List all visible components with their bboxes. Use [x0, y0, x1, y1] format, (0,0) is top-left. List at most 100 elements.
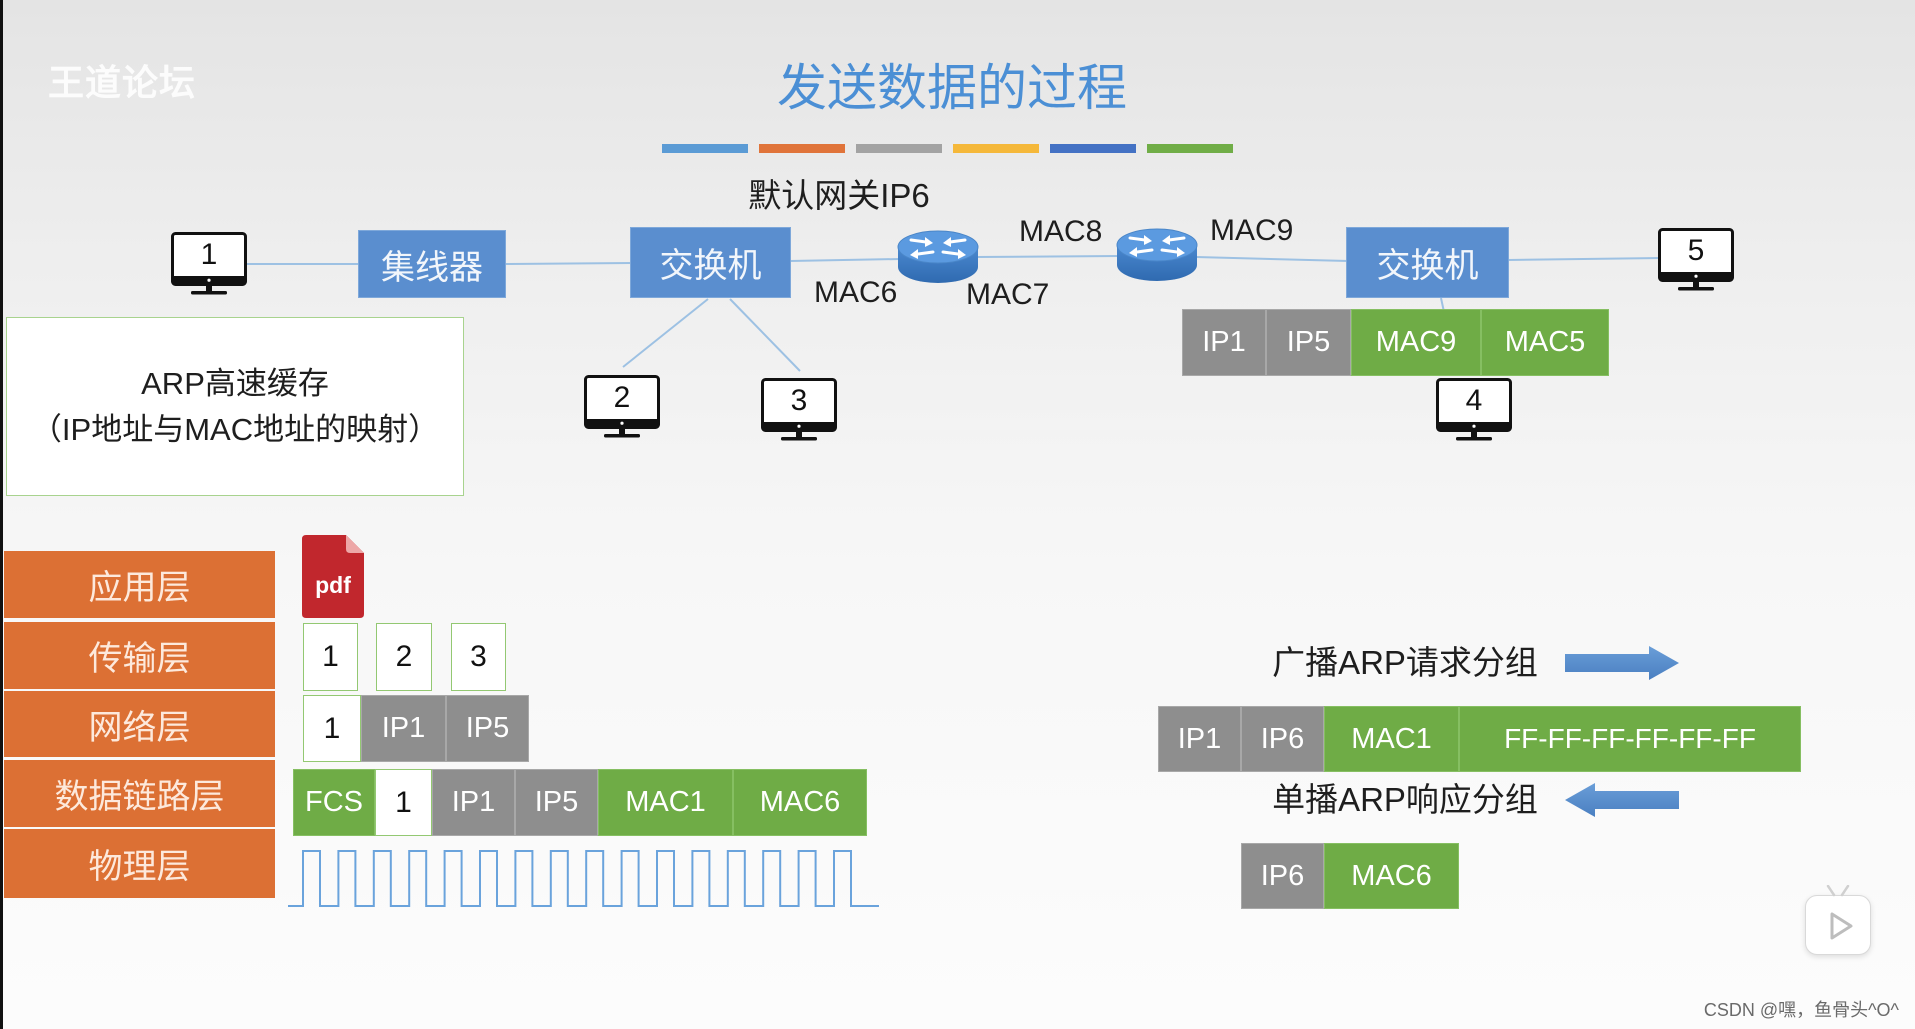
frame-fcs: FCS	[293, 769, 375, 836]
transport-segments: 1 2 3	[303, 623, 506, 691]
arrow-right-shape	[1565, 646, 1679, 680]
layer-application: 应用层	[4, 551, 275, 618]
link-router2-switch	[1195, 256, 1349, 262]
slide-title: 发送数据的过程	[777, 60, 1127, 116]
arp-cache-subtitle: （IP地址与MAC地址的映射）	[30, 411, 440, 447]
data-link-frame: FCS 1 IP1 IP5 MAC1 MAC6	[293, 769, 867, 836]
host-number: 1	[200, 238, 218, 271]
arp-request-src-mac: MAC1	[1324, 706, 1459, 772]
layer-network: 网络层	[4, 691, 275, 757]
accent-segment-5	[1050, 144, 1136, 153]
arp-cache-box: ARP高速缓存 （IP地址与MAC地址的映射）	[6, 317, 464, 496]
arp-request-src-ip: IP1	[1158, 706, 1241, 772]
frame-field-dst-ip: IP5	[1266, 309, 1351, 376]
host-number: 5	[1687, 234, 1705, 267]
monitor-base	[191, 291, 227, 295]
arp-request-label: 广播ARP请求分组	[1272, 644, 1538, 681]
play-button-icon	[1830, 912, 1853, 940]
monitor-icon	[584, 375, 660, 438]
host-5: 5	[1658, 228, 1734, 293]
frame-dst-ip: IP5	[515, 769, 598, 836]
frame-src-ip: IP1	[432, 769, 515, 836]
segment-1: 1	[303, 623, 358, 691]
segment-2: 2	[376, 623, 432, 691]
router-1-icon	[897, 230, 979, 283]
link-switch-router1	[789, 258, 901, 262]
layer-physical: 物理层	[4, 829, 275, 898]
segment-3: 3	[451, 623, 506, 691]
arp-reply-packet: IP6 MAC6	[1241, 843, 1459, 909]
accent-segment-1	[662, 144, 748, 153]
monitor-power-dot	[797, 424, 801, 428]
pdf-icon-label: pdf	[315, 572, 351, 598]
monitor-icon	[1436, 378, 1512, 441]
host-number: 2	[613, 381, 631, 414]
link-router1-router2	[975, 255, 1121, 258]
host-number: 4	[1465, 384, 1483, 417]
host-1: 1	[171, 232, 247, 297]
forum-watermark: 王道论坛	[48, 62, 197, 103]
monitor-icon	[761, 378, 837, 441]
frame-field-dst-mac: MAC5	[1481, 309, 1609, 376]
arp-reply-label: 单播ARP响应分组	[1272, 781, 1538, 818]
title-accent-bar	[662, 144, 1233, 153]
default-gateway-label: 默认网关IP6	[748, 177, 930, 214]
pdf-folded-corner	[346, 535, 364, 553]
monitor-stand	[619, 427, 625, 434]
packet-dst-ip: IP5	[446, 695, 529, 762]
switch-right-box: 交换机	[1346, 227, 1509, 298]
monitor-icon	[171, 232, 247, 295]
host-number: 3	[790, 384, 808, 417]
frame-src-mac: MAC1	[598, 769, 733, 836]
pdf-file-icon: pdf	[302, 535, 364, 618]
host-3: 3	[761, 378, 837, 443]
packet-payload: 1	[303, 695, 361, 762]
arp-reply-ip: IP6	[1241, 843, 1324, 909]
left-frame-edge	[0, 0, 3, 1029]
router-2-icon	[1116, 228, 1198, 281]
mac6-label: MAC6	[814, 276, 898, 309]
monitor-power-dot	[207, 278, 211, 282]
host-4: 4	[1436, 378, 1512, 443]
layer-transport: 传输层	[4, 622, 275, 689]
monitor-power-dot	[1472, 424, 1476, 428]
monitor-stand	[206, 284, 212, 291]
network-packet: 1 IP1 IP5	[303, 695, 529, 762]
layer-data-link: 数据链路层	[4, 760, 275, 827]
monitor-base	[604, 434, 640, 438]
monitor-stand	[1693, 280, 1699, 287]
play-button-antenna-icon	[1826, 885, 1850, 897]
link-switch-host5	[1507, 257, 1661, 261]
arrow-right-icon	[1565, 646, 1679, 680]
arp-request-packet: IP1 IP6 MAC1 FF-FF-FF-FF-FF-FF	[1158, 706, 1801, 772]
monitor-power-dot	[1694, 274, 1698, 278]
frame-dst-mac: MAC6	[733, 769, 867, 836]
monitor-stand	[1471, 430, 1477, 437]
play-button[interactable]	[1805, 895, 1871, 955]
frame-payload: 1	[375, 769, 432, 836]
accent-segment-2	[759, 144, 845, 153]
router-top	[897, 230, 979, 264]
packet-src-ip: IP1	[361, 695, 446, 762]
monitor-base	[1456, 437, 1492, 441]
link-hub-switch	[504, 262, 633, 265]
arp-cache-title: ARP高速缓存	[141, 365, 329, 401]
forwarded-frame: IP1 IP5 MAC9 MAC5	[1182, 309, 1609, 376]
accent-segment-4	[953, 144, 1039, 153]
link-switch-host3	[729, 298, 801, 372]
frame-field-src-ip: IP1	[1182, 309, 1266, 376]
host-2: 2	[584, 375, 660, 440]
mac7-label: MAC7	[966, 278, 1050, 311]
frame-field-src-mac: MAC9	[1351, 309, 1481, 376]
monitor-stand	[796, 430, 802, 437]
arrow-left-shape	[1565, 783, 1679, 817]
link-lines	[245, 255, 1661, 372]
monitor-icon	[1658, 228, 1734, 291]
csdn-credit: CSDN @嘿，鱼骨头^O^	[1703, 1000, 1899, 1020]
router-top	[1116, 228, 1198, 262]
monitor-base	[781, 437, 817, 441]
arrow-left-icon	[1565, 783, 1679, 817]
mac8-label: MAC8	[1019, 215, 1103, 248]
accent-segment-3	[856, 144, 942, 153]
